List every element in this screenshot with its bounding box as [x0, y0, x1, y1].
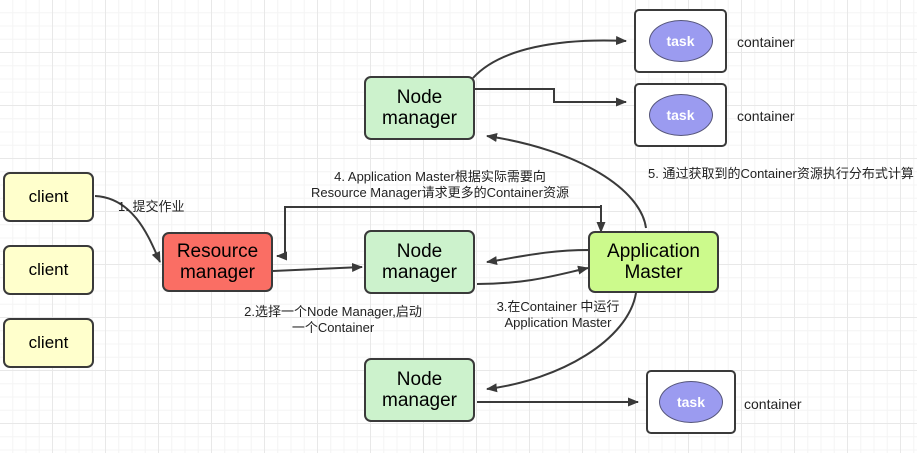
- node-manager-label-top: Node manager: [382, 86, 457, 129]
- step-label-3: 3.在Container 中运行 Application Master: [496, 299, 620, 331]
- task-label-2: task: [666, 107, 695, 123]
- container-box-3[interactable]: task: [646, 370, 736, 434]
- step-label-1: 1. 提交作业: [118, 199, 185, 214]
- container-caption-2: container: [737, 108, 795, 124]
- step-label-2: 2.选择一个Node Manager,启动 一个Container: [244, 304, 422, 336]
- container-caption-3: container: [744, 396, 802, 412]
- task-label-1: task: [666, 33, 695, 49]
- application-master-box[interactable]: Application Master: [588, 231, 719, 293]
- container-box-1[interactable]: task: [634, 9, 727, 73]
- edge-top-node-manager-to-container-1: [472, 36, 627, 79]
- container-box-2[interactable]: task: [634, 83, 727, 147]
- node-manager-label-middle: Node manager: [382, 240, 457, 283]
- task-label-3: task: [676, 394, 706, 410]
- client-box-3[interactable]: client: [3, 318, 94, 368]
- node-manager-box-top[interactable]: Node manager: [364, 76, 475, 140]
- client-box-2[interactable]: client: [3, 245, 94, 295]
- client-box-1[interactable]: client: [3, 172, 94, 222]
- edge-node-manager-to-application-master: [476, 265, 589, 285]
- resource-manager-label: Resource manager: [176, 240, 259, 283]
- resource-manager-box[interactable]: Resource manager: [162, 232, 273, 292]
- task-ellipse-2[interactable]: task: [648, 94, 713, 136]
- task-ellipse-3[interactable]: task: [659, 381, 723, 423]
- node-manager-box-bottom[interactable]: Node manager: [364, 358, 475, 422]
- task-ellipse-1[interactable]: task: [648, 20, 713, 62]
- node-manager-box-middle[interactable]: Node manager: [364, 230, 475, 294]
- step-label-5: 5. 通过获取到的Container资源执行分布式计算: [648, 166, 914, 181]
- node-manager-label-bottom: Node manager: [382, 368, 457, 411]
- client-label-1: client: [28, 187, 69, 207]
- application-master-label: Application Master: [607, 240, 700, 283]
- container-caption-1: container: [737, 34, 795, 50]
- client-label-2: client: [28, 260, 69, 280]
- edge-application-master-to-node-manager: [486, 249, 590, 266]
- edge-resource-manager-to-node-manager: [272, 262, 363, 272]
- edge-top-node-manager-to-container-2: [473, 88, 627, 107]
- step-label-4: 4. Application Master根据实际需要向 Resource Ma…: [311, 169, 569, 201]
- client-label-3: client: [28, 333, 69, 353]
